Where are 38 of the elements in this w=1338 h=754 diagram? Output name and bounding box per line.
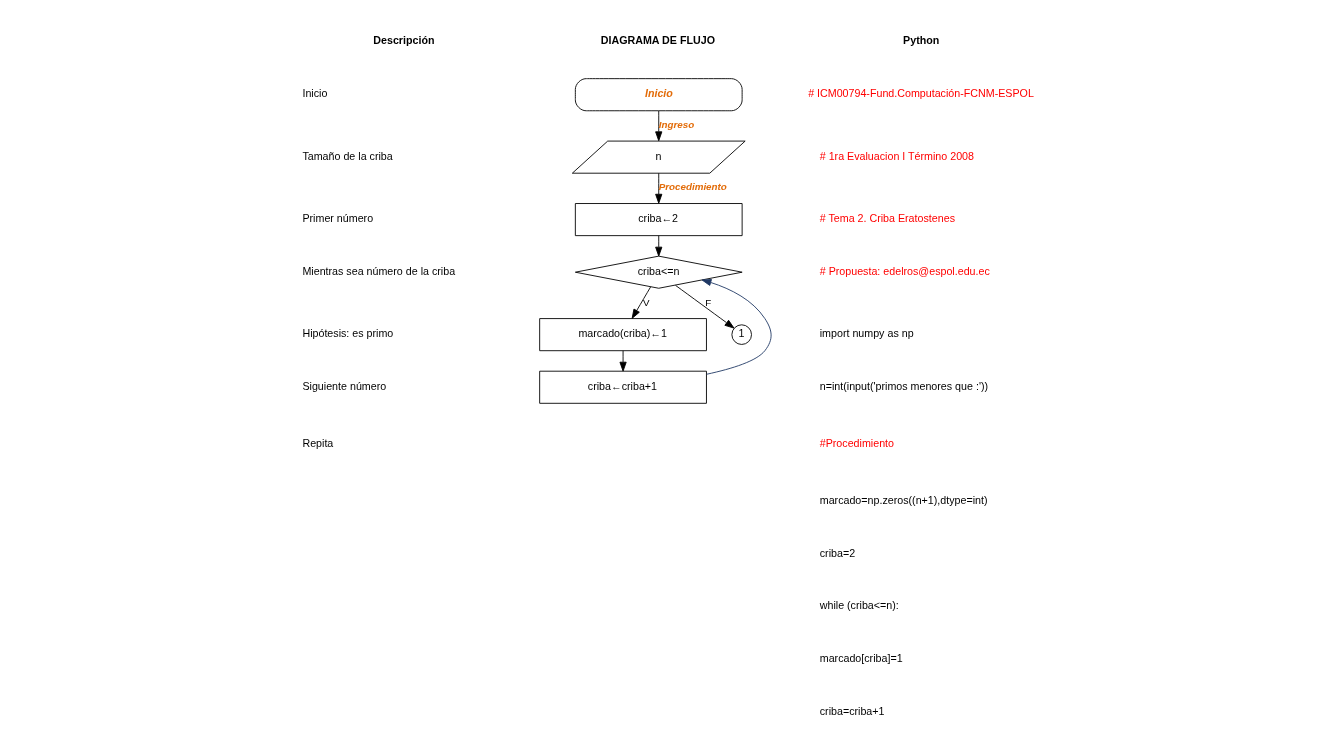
label: import numpy as np [819,327,914,340]
arrow [655,110,663,142]
label: while (criba<=n): [819,599,899,612]
label: # Tema 2. Criba Eratostenes [819,212,955,225]
node-box: Inicio [574,78,743,112]
arrow [675,284,735,329]
label: DIAGRAMA DE FLUJO [600,33,715,46]
label: # 1ra Evaluacion I Término 2008 [819,149,975,162]
edge-label: Ingreso [658,118,695,130]
label: marcado[criba]=1 [819,652,903,665]
edge-label: F [705,296,712,308]
label: # Propuesta: edelros@espol.edu.ec [819,264,990,277]
label: criba=2 [819,546,856,559]
arrow [701,279,772,375]
arrow [655,172,663,204]
label: Python [903,33,940,46]
node-circle: 1 [731,324,752,345]
label: Descripción [373,33,435,46]
edge-label: Procedimiento [658,180,727,192]
label: marcado=np.zeros((n+1),dtype=int) [819,494,988,507]
arrow [619,350,627,372]
arrow [655,235,663,257]
label: Siguiente número [302,380,387,393]
label: Inicio [302,87,328,100]
label: #Procedimiento [819,437,894,450]
label: Primer número [302,212,374,225]
arrow [631,286,652,319]
label: criba=criba+1 [819,704,885,717]
node-box: marcado(criba)←1 [539,318,707,352]
node-box: criba←2 [574,203,743,237]
edge-label: V [642,296,650,308]
label: n=int(input('primos menores que :')) [819,380,989,393]
label: Repita [302,437,334,450]
label: Hipótesis: es primo [302,327,394,340]
label: # ICM00794-Fund.Computación-FCNM-ESPOL [808,87,1034,100]
label: Mientras sea número de la criba [302,264,456,277]
label: Tamaño de la criba [302,149,393,162]
node-box: criba←criba+1 [539,370,707,404]
